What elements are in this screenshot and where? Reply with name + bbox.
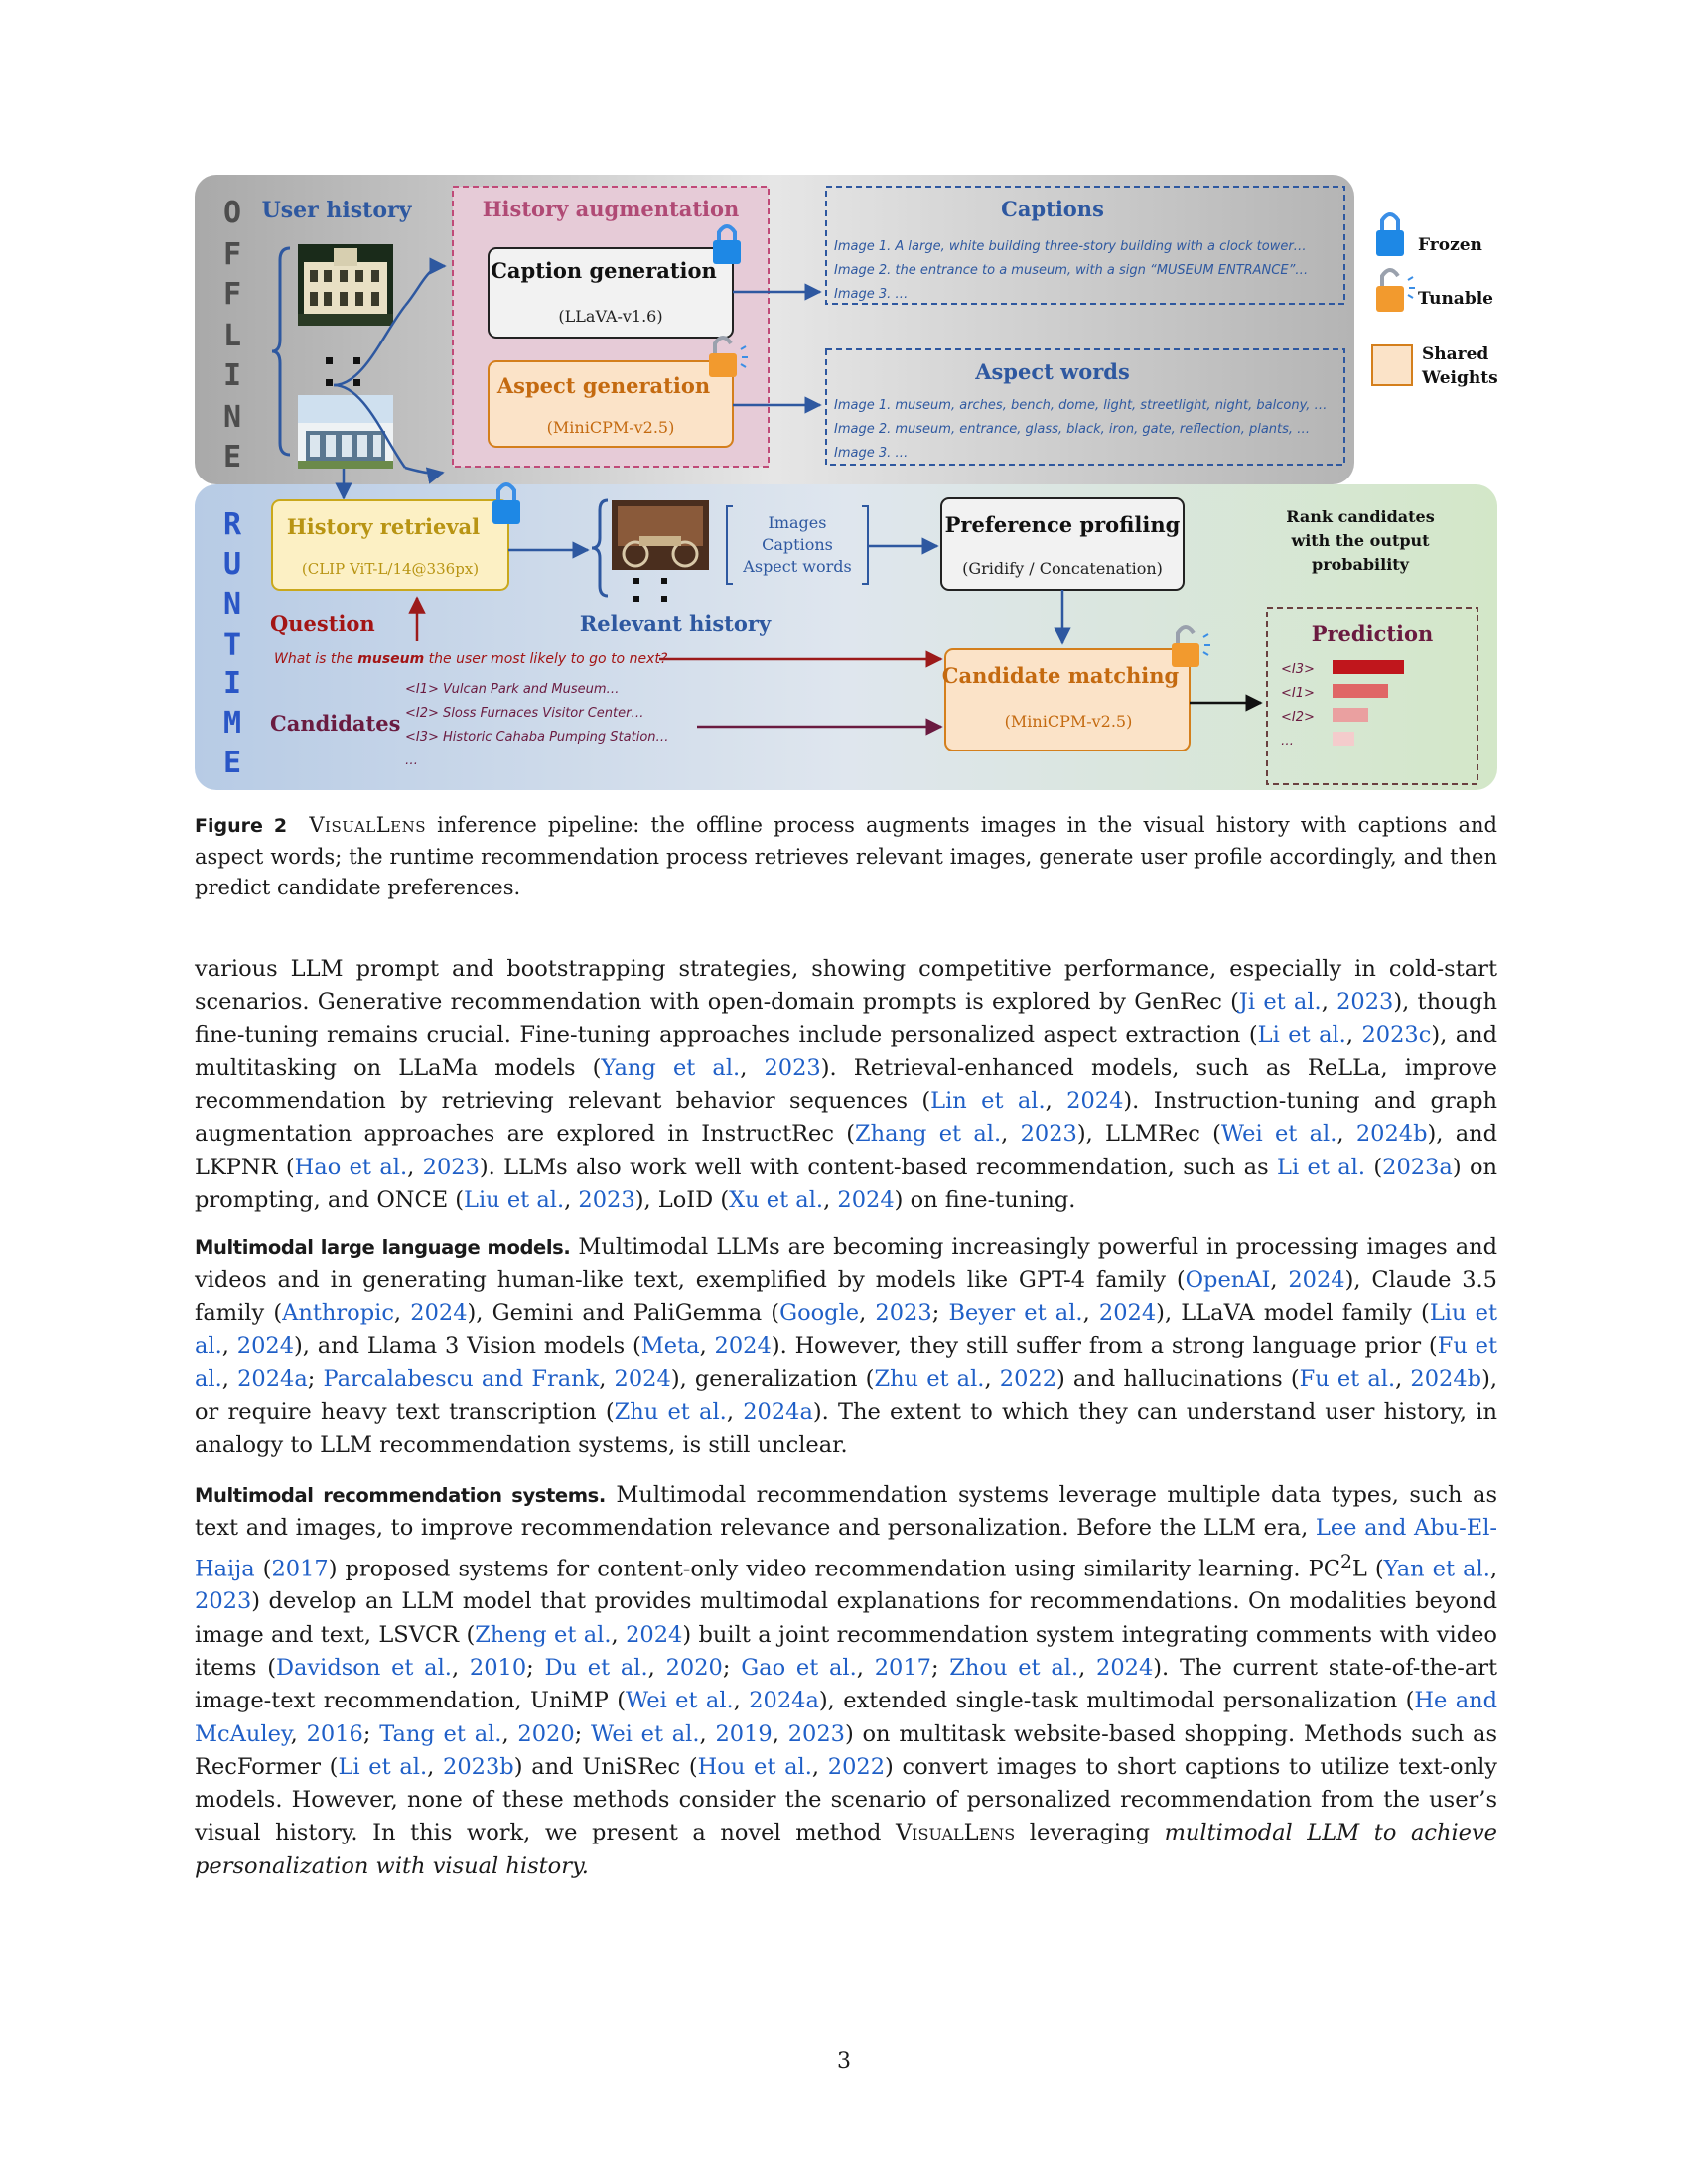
candidate-line: <I3> Historic Cahaba Pumping Station…: [405, 730, 669, 745]
captions-title: Captions: [1001, 197, 1104, 221]
svg-text:L: L: [223, 319, 241, 353]
caption-line: Image 1. A large, white building three-s…: [834, 239, 1307, 254]
candidate-matching-title: Candidate matching: [942, 663, 1180, 688]
lock-icon-frozen: [1376, 214, 1404, 256]
relevant-item: Aspect words: [742, 557, 851, 576]
retrieval-model: (CLIP ViT-L/14@336px): [302, 560, 479, 578]
prediction-label: <I3>: [1281, 662, 1315, 677]
legend-shared-2: Weights: [1421, 368, 1497, 388]
legend-tunable: Tunable: [1418, 289, 1493, 309]
rank-note: Rank candidates: [1286, 507, 1434, 526]
history-augmentation-title: History augmentation: [483, 197, 740, 221]
prediction-label: <I2>: [1281, 710, 1315, 725]
prediction-bar: [1333, 732, 1354, 746]
caption-generation-title: Caption generation: [491, 258, 717, 283]
candidate-line: <I1> Vulcan Park and Museum…: [405, 682, 620, 697]
legend-shared-swatch: [1372, 345, 1412, 385]
svg-text:O: O: [223, 196, 241, 230]
svg-text:U: U: [223, 547, 241, 582]
svg-text:E: E: [223, 440, 241, 475]
prediction-bar: [1333, 660, 1404, 674]
relevant-item: Images: [769, 513, 827, 532]
profiling-method: (Gridify / Concatenation): [962, 559, 1163, 578]
aspect-line: Image 1. museum, arches, bench, dome, li…: [834, 398, 1328, 413]
offline-label: O F F L I N E: [223, 196, 241, 475]
prediction-bar: [1333, 708, 1368, 722]
aspect-model: (MiniCPM-v2.5): [547, 418, 675, 437]
aspect-generation-title: Aspect generation: [496, 373, 710, 398]
svg-text:N: N: [223, 587, 241, 621]
page-number: 3: [0, 2049, 1688, 2074]
svg-text:N: N: [223, 400, 241, 435]
method-name: VisualLens: [309, 813, 426, 837]
history-retrieval-title: History retrieval: [287, 514, 480, 539]
svg-text:M: M: [223, 706, 241, 741]
prediction-bar: [1333, 684, 1388, 698]
relevant-history-image: [612, 500, 709, 570]
candidate-line: <I2> Sloss Furnaces Visitor Center…: [405, 706, 643, 721]
matching-model: (MiniCPM-v2.5): [1005, 712, 1133, 731]
prediction-label: <I1>: [1281, 686, 1315, 701]
prediction-label: …: [1281, 734, 1294, 749]
aspect-line: Image 3. …: [834, 446, 908, 461]
caption-line: Image 2. the entrance to a museum, with …: [834, 263, 1308, 278]
paragraph-multimodal-llm: Multimodal large language models. Multim…: [195, 1231, 1497, 1462]
legend: Frozen Tunable Shared Weights: [1372, 214, 1497, 388]
paragraph-related-llm: various LLM prompt and bootstrapping str…: [195, 953, 1497, 1217]
user-history-image-1: [298, 244, 393, 326]
question-label: Question: [270, 612, 375, 636]
preference-profiling-title: Preference profiling: [945, 512, 1181, 537]
candidate-line: …: [405, 753, 418, 768]
candidates-label: Candidates: [270, 711, 400, 736]
caption-model: (LLaVA-v1.6): [558, 307, 662, 326]
lock-icon-tunable: [1376, 270, 1415, 312]
svg-text:F: F: [223, 277, 241, 312]
legend-frozen: Frozen: [1418, 235, 1482, 255]
relevant-history-title: Relevant history: [580, 612, 772, 636]
prediction-title: Prediction: [1312, 621, 1434, 646]
aspect-line: Image 2. museum, entrance, glass, black,…: [834, 422, 1310, 437]
svg-text:F: F: [223, 237, 241, 272]
runtime-label: R U N T I M E: [223, 507, 242, 780]
svg-text:E: E: [223, 746, 241, 780]
paragraph-multimodal-rec: Multimodal recommendation systems. Multi…: [195, 1479, 1497, 1883]
legend-shared-1: Shared: [1422, 344, 1488, 364]
svg-text:I: I: [223, 358, 241, 393]
pipeline-figure: O F F L I N E R U N T I M E User history: [195, 175, 1497, 792]
svg-text:R: R: [223, 507, 242, 542]
figure-label: Figure 2: [195, 815, 287, 837]
user-history-image-2: [298, 395, 393, 469]
rank-note: probability: [1312, 555, 1410, 574]
figure-caption: Figure 2 VisualLens inference pipeline: …: [195, 810, 1497, 903]
relevant-item: Captions: [762, 535, 833, 554]
svg-text:I: I: [223, 666, 241, 701]
user-history-title: User history: [262, 198, 413, 223]
rank-note: with the output: [1290, 531, 1430, 550]
svg-text:T: T: [223, 628, 241, 663]
aspect-words-title: Aspect words: [974, 359, 1130, 384]
caption-line: Image 3. …: [834, 287, 908, 302]
question-text: What is the museum the user most likely …: [274, 651, 668, 667]
